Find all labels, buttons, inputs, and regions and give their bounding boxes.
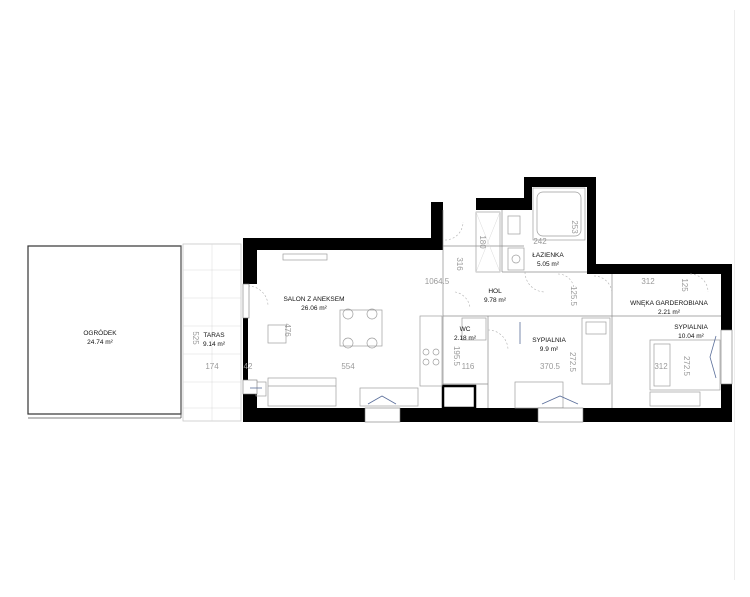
room-name-wneka: WNĘKA GARDEROBIANA: [630, 300, 708, 307]
garden-area: [27, 245, 182, 419]
room-name-lazienka: ŁAZIENKA: [532, 252, 564, 259]
dimension-316: 316: [455, 257, 464, 271]
dimension-476: 476: [283, 323, 292, 337]
room-area-lazienka: 5.05 m²: [537, 261, 560, 268]
room-name-taras: TARAS: [203, 332, 225, 339]
windows: [242, 283, 733, 423]
room-area-salon: 26.06 m²: [301, 305, 327, 312]
room-area-wneka: 2.21 m²: [658, 309, 681, 316]
room-area-wc: 2.18 m²: [454, 335, 477, 342]
dimension-525: 525: [191, 331, 200, 345]
dimension-242: 242: [533, 237, 547, 246]
room-name-ogrodek: OGRÓDEK: [83, 328, 117, 337]
bathroom-fixtures: [475, 187, 586, 273]
room-name-sypialnia-1: SYPIALNIA: [532, 337, 566, 344]
dimension-125-5: 125.5: [569, 286, 578, 307]
dimension-125: 125: [680, 278, 689, 292]
interior-walls: [441, 210, 721, 410]
room-area-hol: 9.78 m²: [484, 297, 507, 304]
dimension-116: 116: [462, 362, 475, 371]
room-area-sypialnia-1: 9.9 m²: [540, 346, 559, 353]
dimension-1064: 1064.5: [425, 277, 450, 286]
terrace-area: [182, 243, 242, 422]
room-name-sypialnia-2: SYPIALNIA: [674, 324, 708, 331]
exterior-walls: [243, 177, 732, 422]
dimension-554: 554: [341, 362, 355, 371]
dimension-253: 253: [570, 220, 579, 234]
dimension-labels: 253 242 180 316 1064.5 125.5 312 125 476…: [191, 220, 691, 376]
dimension-312-top: 312: [641, 277, 655, 286]
room-area-sypialnia-2: 10.04 m²: [678, 333, 704, 340]
page-edge-line: [734, 10, 735, 580]
dimension-180: 180: [478, 235, 487, 249]
room-name-salon: SALON Z ANEKSEM: [283, 296, 344, 303]
bedroom-furniture: [461, 317, 721, 409]
room-area-taras: 9.14 m²: [203, 341, 226, 348]
dimension-312-bottom: 312: [654, 362, 668, 371]
dimension-370-5: 370.5: [540, 362, 561, 371]
room-name-hol: HOL: [488, 288, 502, 295]
door-swings: [247, 221, 709, 351]
room-area-ogrodek: 24.74 m²: [87, 339, 113, 346]
room-name-wc: WC: [460, 326, 471, 333]
dimension-195-5: 195.5: [452, 346, 461, 367]
salon-furniture: [255, 253, 443, 407]
dimension-174: 174: [205, 362, 219, 371]
dimension-272-5-right: 272.5: [682, 356, 691, 377]
dimension-42: 42: [244, 362, 253, 371]
room-labels: OGRÓDEK 24.74 m² TARAS 9.14 m² SALON Z A…: [83, 252, 708, 353]
dimension-272-5-left: 272.5: [568, 352, 577, 373]
